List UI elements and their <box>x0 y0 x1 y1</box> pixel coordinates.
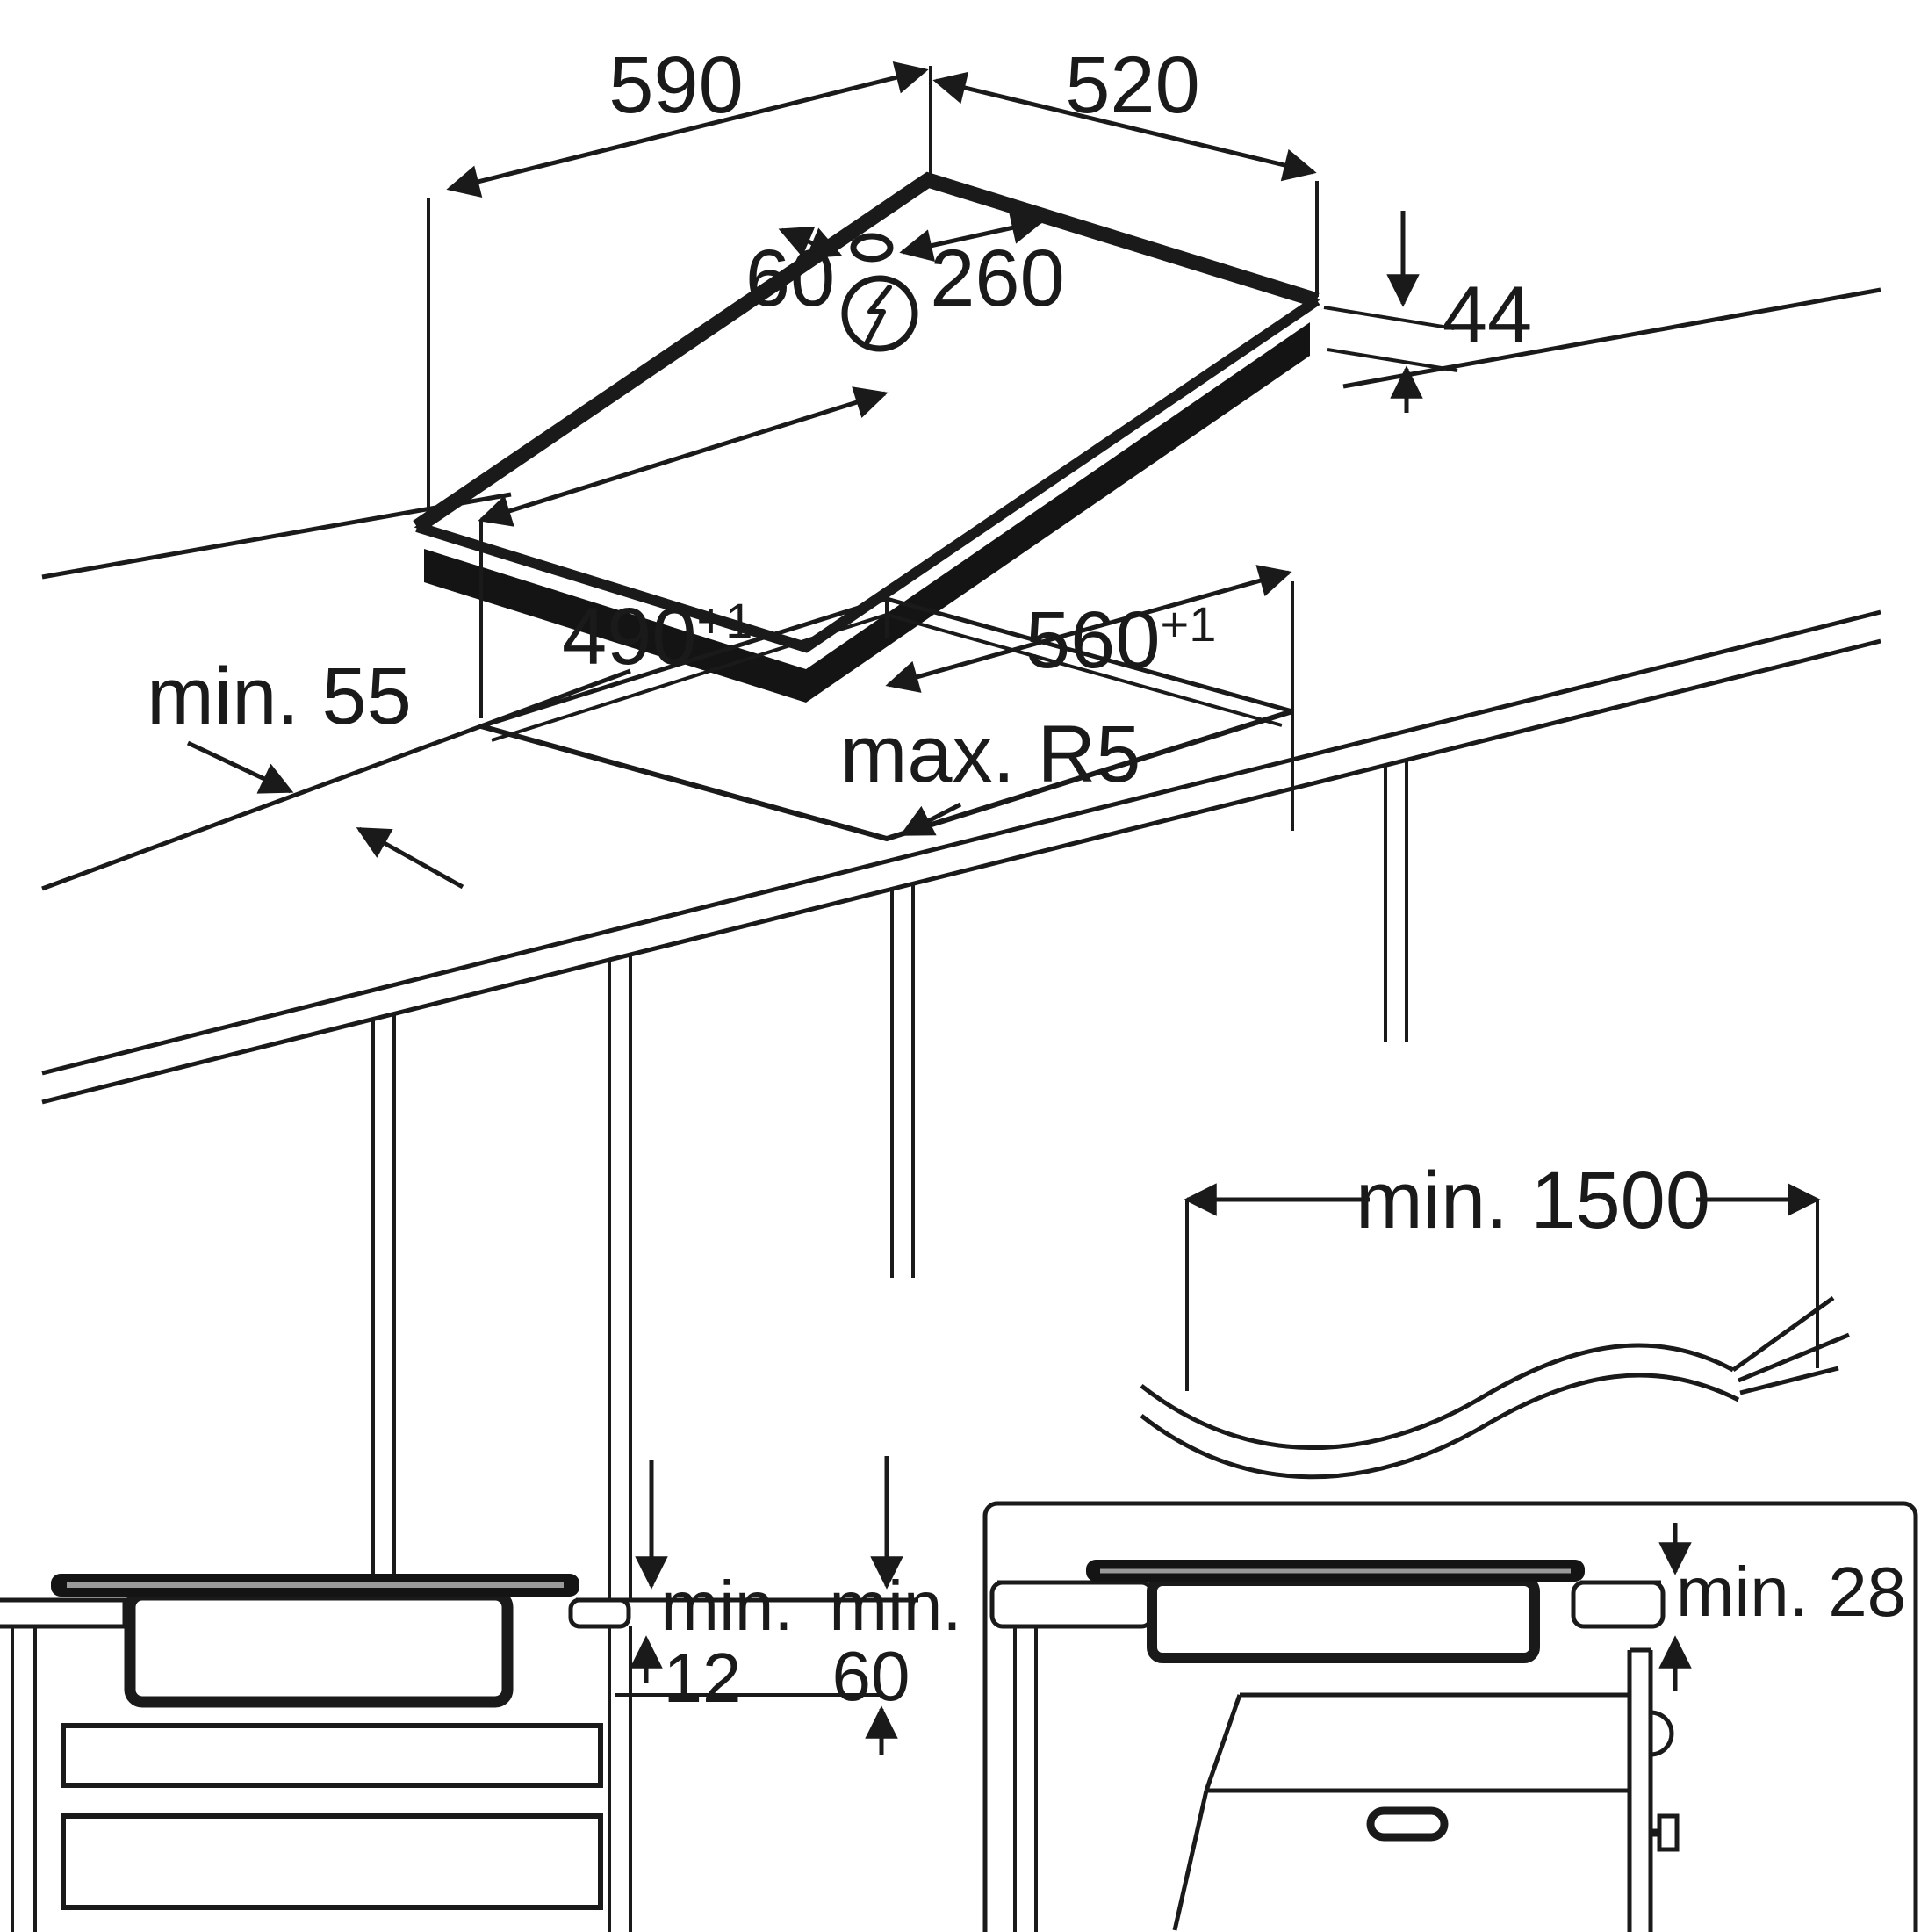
oven-clearance-label: min. 28 <box>1676 1553 1906 1631</box>
corner-radius-label: max. R5 <box>840 710 1141 799</box>
worktop-front-edge-bottom <box>41 638 1881 1105</box>
oven-counter-slab-left <box>989 1580 1155 1629</box>
depth-dimension-line <box>932 71 1317 182</box>
oven-view-frame <box>982 1501 1918 1932</box>
front-clearance-arrow-1 <box>186 740 294 794</box>
oven-counter-slab-right <box>1571 1580 1666 1629</box>
worktop-front-edge-top <box>41 609 1881 1076</box>
mains-cable <box>1140 1295 1850 1480</box>
thickness-extension-top <box>1323 306 1455 330</box>
cutout-depth-label: 490+1 <box>562 592 752 681</box>
drawer-section-view: min. 12 min. 60 <box>0 1456 962 1932</box>
worktop-back-edge-left <box>41 492 512 580</box>
hole-offset-left-line <box>778 226 843 259</box>
hob-thickness-label: 44 <box>1443 270 1532 360</box>
oven-knob <box>1650 1710 1674 1757</box>
hob-depth-label: 520 <box>1065 40 1200 130</box>
drawer-front-bottom <box>61 1813 603 1910</box>
cable-length-label: min. 1500 <box>1356 1156 1710 1245</box>
oven-latch <box>1657 1813 1680 1852</box>
counter-slab-right <box>568 1597 631 1629</box>
clearance-min-label: min. <box>829 1567 961 1645</box>
oven-hob-body-section <box>1147 1575 1540 1663</box>
hob-width-label: 590 <box>608 40 744 130</box>
hob-front-edges <box>415 296 1320 653</box>
cutout-width-label: 560+1 <box>1025 595 1216 685</box>
drawer-front-top <box>61 1723 603 1788</box>
thickness-extension-bottom <box>1327 348 1458 372</box>
power-cable-detail: min. 1500 <box>1140 1156 1850 1480</box>
hole-offset-right-label: 260 <box>930 234 1065 323</box>
front-clearance-edge-line <box>41 668 631 891</box>
corner-radius-arrow <box>899 802 962 837</box>
clearance-min-value: 60 <box>832 1637 910 1715</box>
cutout-width-line <box>885 565 1292 693</box>
hob-body-section <box>124 1589 514 1708</box>
oven-handle <box>1366 1806 1449 1842</box>
worktop-legs <box>371 760 1408 1699</box>
front-clearance-arrow-2 <box>356 826 464 890</box>
oven-section-view: min. 28 <box>982 1501 1918 1932</box>
width-dimension-line <box>446 61 929 198</box>
worktop-back-edge-right <box>1342 287 1881 389</box>
cable-hole <box>850 233 894 263</box>
counter-slab-left <box>0 1597 127 1629</box>
worktop-cutout-view: min. 55 490+1 560+1 max. R5 <box>41 287 1881 1699</box>
panel-min-value: 12 <box>664 1639 742 1717</box>
front-clearance-label: min. 55 <box>147 652 412 741</box>
built-in-oven <box>1172 1647 1680 1932</box>
electrical-connection-icon <box>841 275 918 352</box>
hole-offset-left-label: 60 <box>745 234 835 323</box>
panel-min-label: min. <box>660 1567 793 1645</box>
hole-offset-right-line <box>899 211 1045 263</box>
cutout-depth-line <box>478 386 889 527</box>
